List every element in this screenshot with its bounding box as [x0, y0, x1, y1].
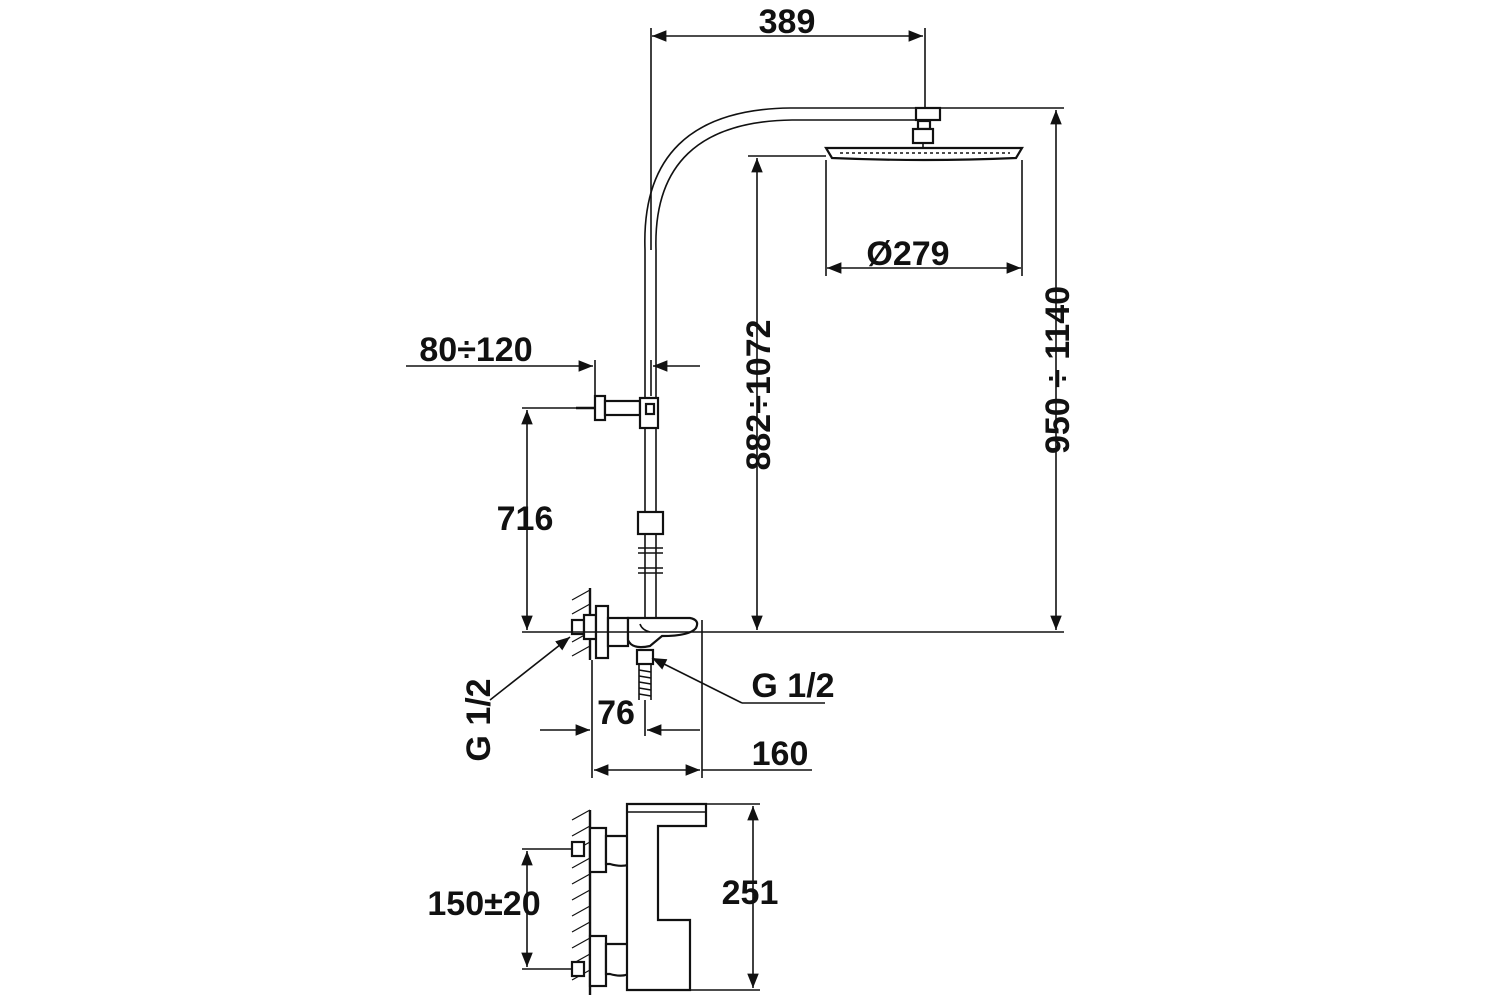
dim-head-diameter [825, 160, 1023, 276]
shower-head [824, 146, 1024, 162]
label-mixer-depth: 160 [752, 735, 809, 773]
mixer-front-view [570, 588, 699, 700]
label-bracket-height: 716 [497, 500, 554, 538]
label-head-diameter: Ø279 [866, 235, 949, 273]
label-mixer-height: 251 [722, 874, 779, 912]
label-total-height: 950 ÷ 1140 [1039, 286, 1077, 454]
label-inlet-left: G 1/2 [460, 678, 498, 761]
dim-wall-offset [406, 360, 700, 396]
dim-bracket-height [521, 407, 576, 630]
label-arm-reach: 389 [759, 3, 816, 41]
dim-mixer-depth [594, 620, 812, 778]
label-wall-offset: 80÷120 [419, 331, 532, 369]
dim-total-height [940, 107, 1064, 630]
dim-head-height [748, 155, 826, 630]
label-inlet-spacing: 150±20 [427, 885, 540, 923]
label-outlet-offset: 76 [597, 694, 635, 732]
leader-outlet-right [651, 657, 825, 704]
wall-hatching [571, 809, 591, 981]
dim-inlet-spacing [521, 848, 572, 970]
dim-arm-reach [650, 28, 926, 250]
leader-inlet-left [489, 636, 571, 701]
label-head-height: 882÷1072 [740, 319, 778, 470]
hose-connector [638, 664, 652, 700]
wall-bracket [576, 394, 660, 430]
dim-outlet-offset [540, 660, 700, 778]
shower-column [644, 106, 942, 620]
label-outlet-right: G 1/2 [751, 667, 834, 705]
dim-mixer-height [690, 803, 760, 991]
riser-clamp [636, 510, 665, 574]
mixer-side-view [570, 802, 708, 995]
